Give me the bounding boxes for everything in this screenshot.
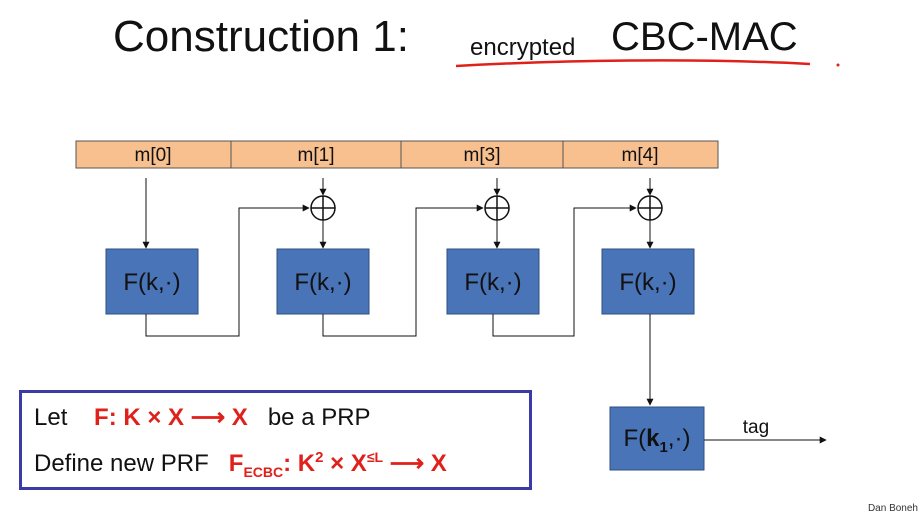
- slide-title-highlight: CBC-MAC: [611, 15, 798, 59]
- prf-block: [601, 248, 695, 315]
- prf-block-label: F(k,·): [294, 269, 351, 296]
- message-block-3: m[4]: [622, 145, 659, 166]
- prf-block-label: F(k,·): [464, 269, 521, 296]
- ecbc-formula: FECBC: K2 × X≤L ⟶ X: [228, 449, 447, 480]
- definition-new-prf: Define new PRF: [34, 450, 209, 477]
- definition-let: Let: [34, 404, 68, 431]
- chain-connector: [145, 204, 310, 337]
- definition-line-prf: Define new PRF FECBC: K2 × X≤L ⟶ X: [34, 449, 447, 480]
- chain-connector: [492, 204, 637, 337]
- definition-box: Let F: K × X ⟶ X be a PRP Define new PRF…: [19, 390, 532, 490]
- message-block-0: m[0]: [135, 145, 172, 166]
- slide-subtitle: encrypted: [470, 34, 576, 61]
- tag-label: tag: [743, 417, 769, 438]
- xor-symbol: [637, 195, 663, 221]
- message-bar: [75, 140, 719, 169]
- xor-symbol: [484, 195, 510, 221]
- underline-dot: [836, 63, 840, 67]
- final-prf-block: [609, 406, 705, 471]
- prf-block: [276, 248, 370, 315]
- chain-connector: [322, 204, 484, 337]
- title-underline: [455, 59, 811, 68]
- author-credit: Dan Boneh: [867, 503, 918, 514]
- prf-block-label: F(k,·): [123, 269, 180, 296]
- final-prf-block-label: F(k1,·): [623, 425, 690, 456]
- prf-block-label: F(k,·): [619, 269, 676, 296]
- prp-formula: F: K × X ⟶ X: [94, 404, 248, 431]
- definition-prp-text: be a PRP: [267, 404, 371, 431]
- message-block-2: m[3]: [464, 145, 501, 166]
- slide-title: Construction 1:: [113, 12, 409, 61]
- prf-block: [446, 248, 540, 315]
- definition-line-prp: Let F: K × X ⟶ X be a PRP: [34, 403, 371, 432]
- message-block-1: m[1]: [298, 145, 335, 166]
- xor-symbol: [310, 195, 336, 221]
- prf-block: [105, 248, 199, 315]
